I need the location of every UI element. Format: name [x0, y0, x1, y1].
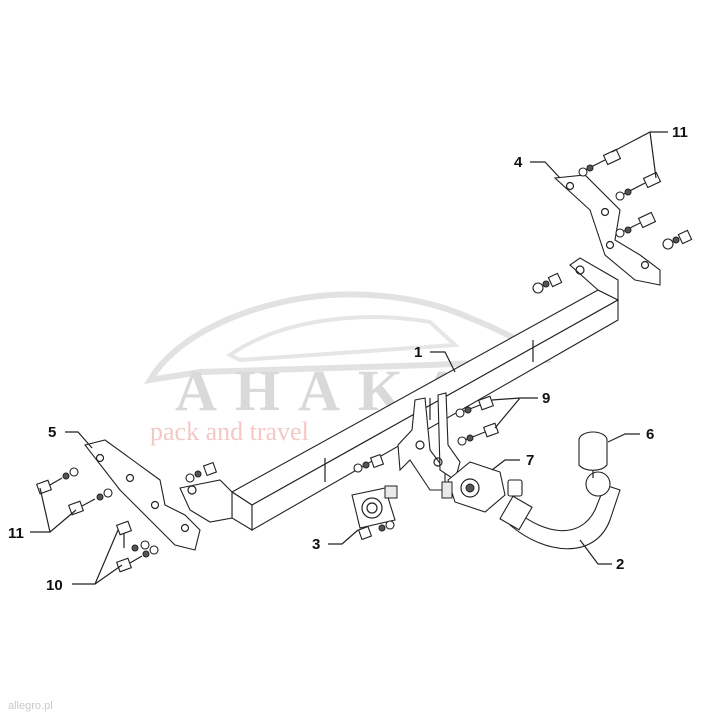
- fasteners-left-plate: [185, 461, 218, 483]
- callout-7: 7: [526, 452, 534, 469]
- socket-plate: [351, 485, 398, 529]
- bolt: [621, 211, 657, 233]
- callout-labels: 1 2 3 4 5 6 7 9 10 11 11: [8, 124, 688, 594]
- electrical-socket: [441, 461, 523, 513]
- main-crossbar: [179, 257, 620, 531]
- detachable-tow-neck: [499, 471, 621, 550]
- callout-9: 9: [542, 390, 550, 407]
- callout-10: 10: [46, 577, 63, 594]
- tow-ball: [578, 431, 608, 478]
- callout-2: 2: [616, 556, 624, 573]
- ball-mount-hanger: [397, 392, 461, 491]
- watermark-car-window: [226, 315, 460, 363]
- callout-5: 5: [48, 424, 56, 441]
- fasteners-left-bracket: [35, 467, 159, 573]
- callout-1: 1: [414, 344, 422, 361]
- fasteners-center: [353, 395, 500, 541]
- right-bracket: [553, 174, 661, 286]
- fasteners-right-plate: [532, 272, 563, 294]
- callout-6: 6: [646, 426, 654, 443]
- callout-11-left: 11: [8, 525, 24, 542]
- callout-3: 3: [312, 536, 320, 553]
- watermark-tagline: pack and travel: [150, 417, 309, 446]
- left-bracket: [84, 439, 201, 551]
- callout-11-top: 11: [672, 124, 688, 141]
- callout-4: 4: [514, 154, 523, 171]
- callout-leaders: [30, 131, 668, 585]
- credit-watermark: allegro.pl: [8, 700, 53, 712]
- fasteners-top-right: [578, 148, 693, 250]
